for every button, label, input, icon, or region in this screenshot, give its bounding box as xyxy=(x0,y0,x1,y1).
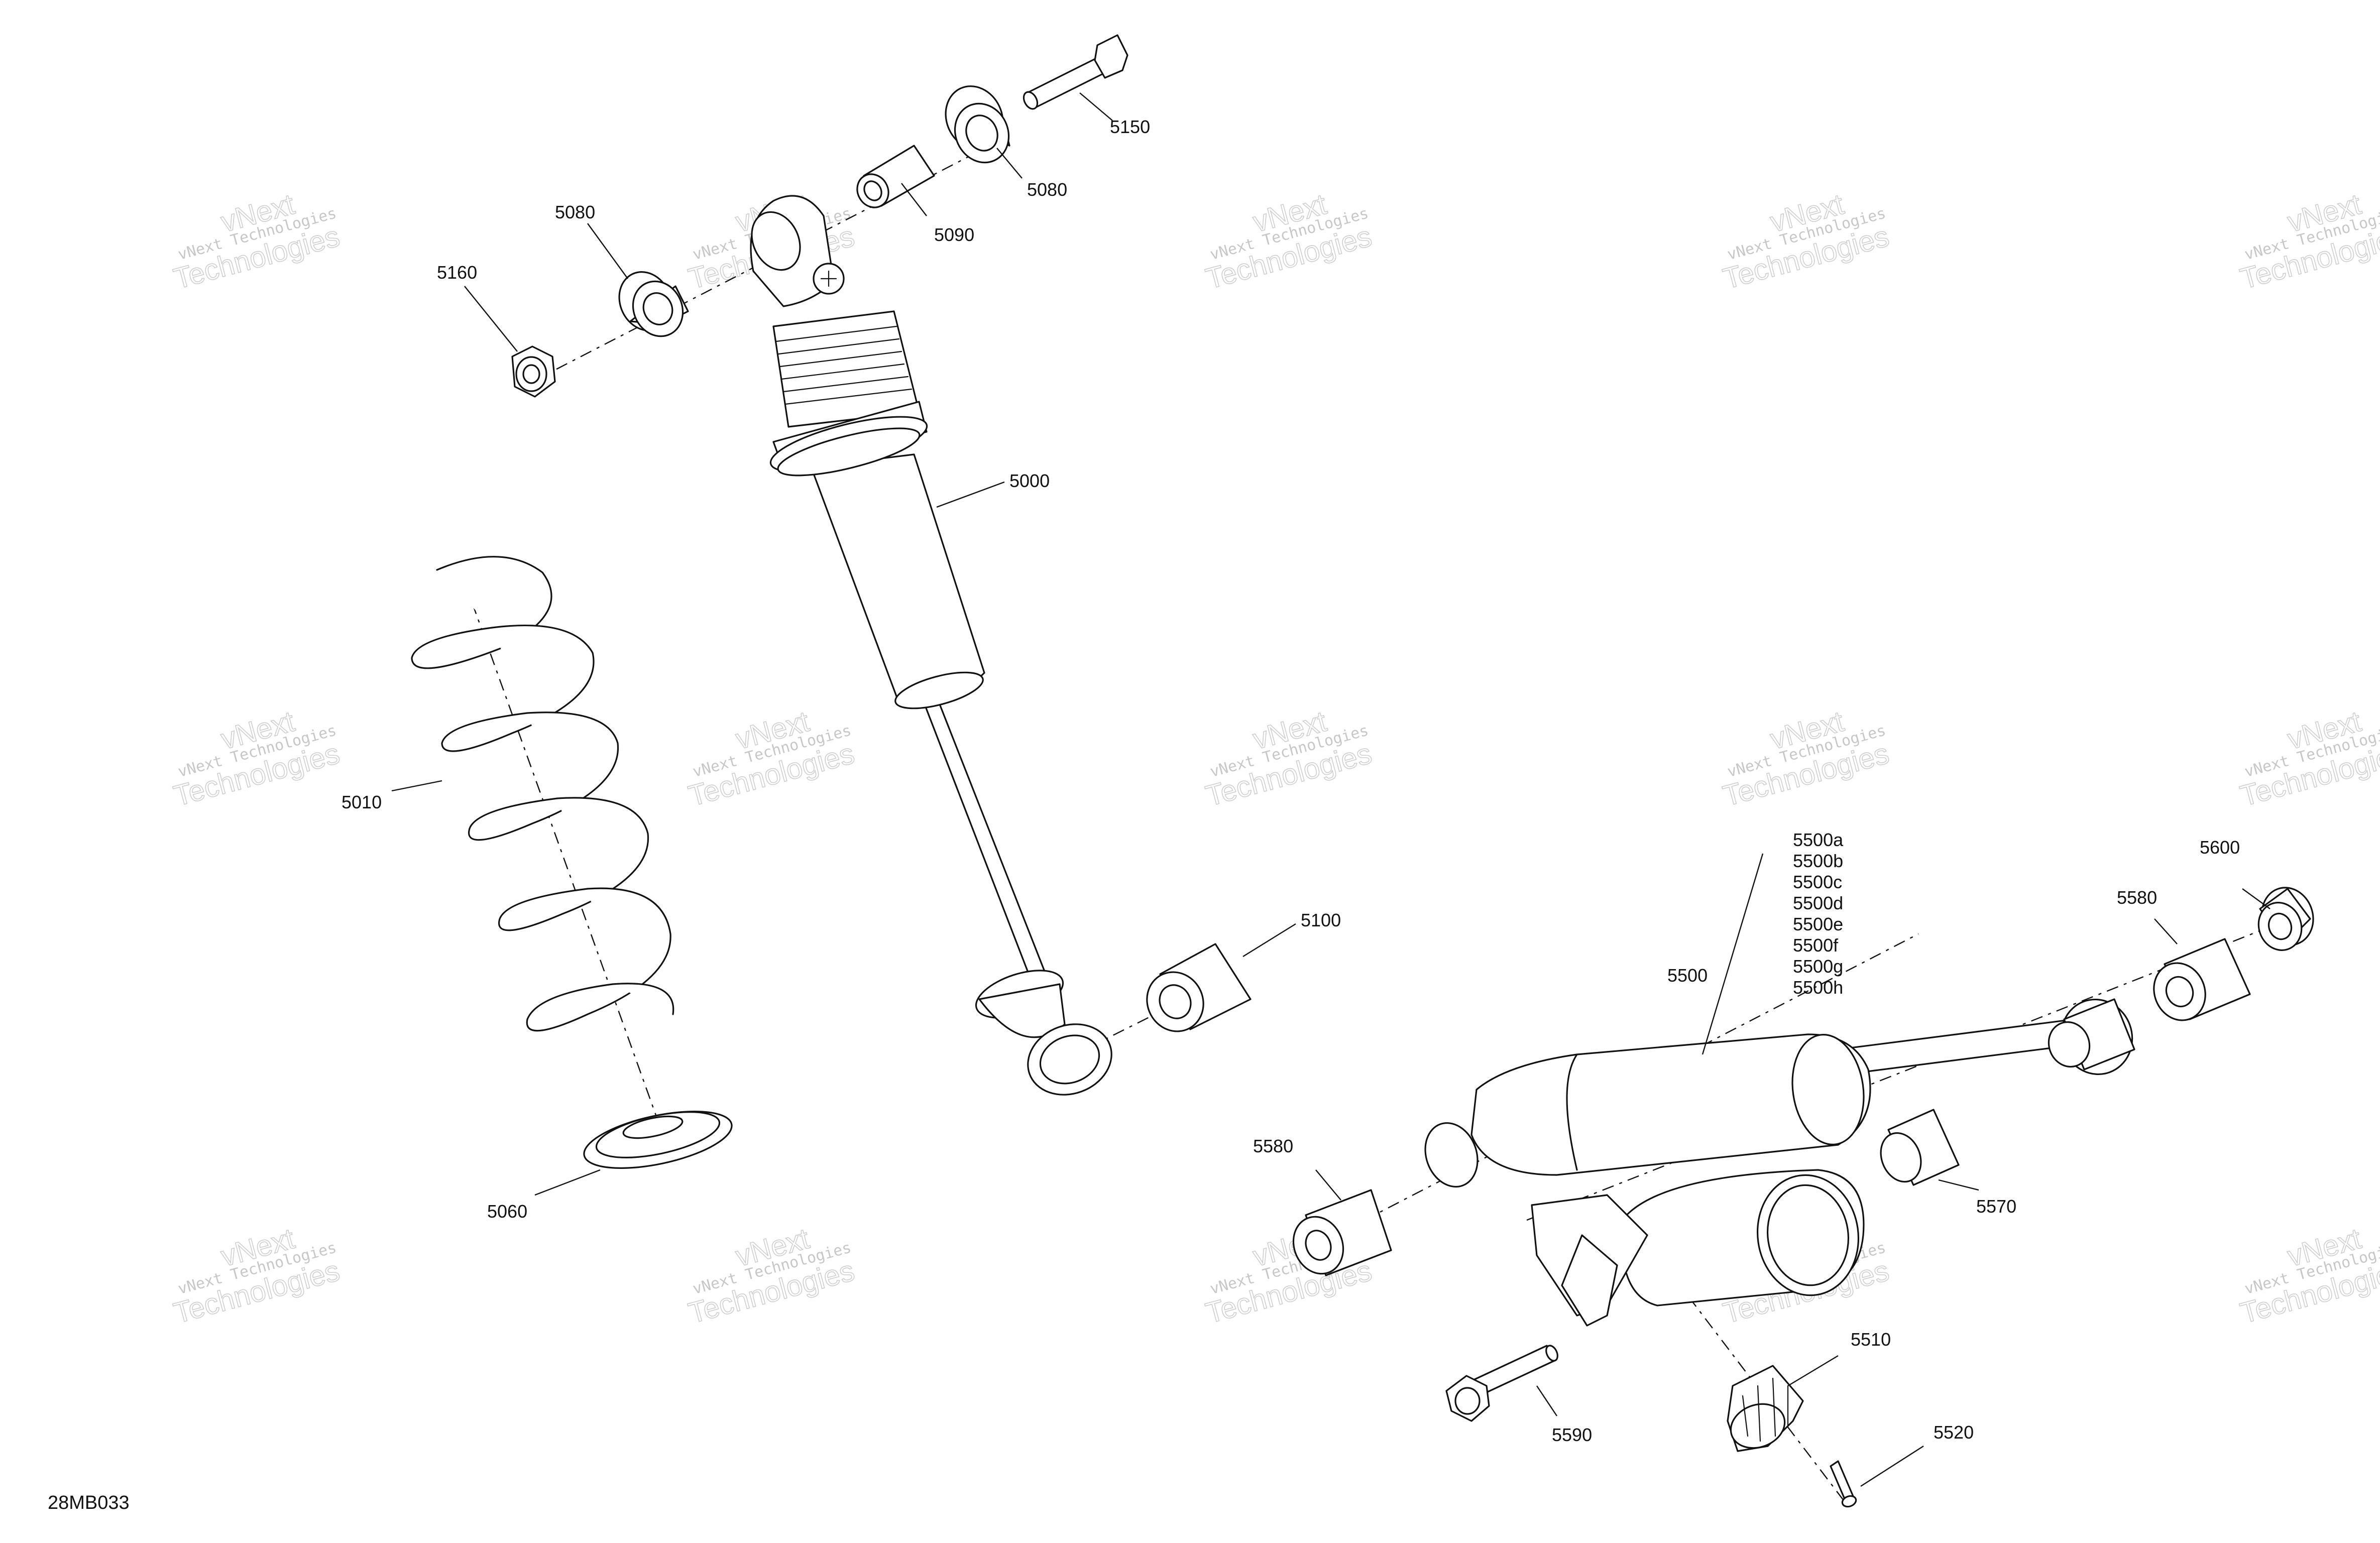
adjuster-knob-5510 xyxy=(1727,1365,1804,1452)
bushing-5100 xyxy=(1146,943,1252,1032)
callout-5500-variants: 5500a 5500b 5500c 5500d 5500e 5500f 5500… xyxy=(1793,829,1844,998)
shock-absorber-5000 xyxy=(750,195,1112,1096)
callout-5100: 5100 xyxy=(1301,910,1341,930)
coil-spring-5010 xyxy=(411,556,674,1032)
callout-5160: 5160 xyxy=(437,262,477,283)
callout-5500-variant: 5500b xyxy=(1793,851,1843,871)
callout-5500-variant: 5500f xyxy=(1793,935,1839,956)
callout-5500-variant: 5500a xyxy=(1793,829,1844,850)
callout-5500-variant: 5500g xyxy=(1793,956,1843,977)
sleeve-5570 xyxy=(1880,1109,1960,1186)
callout-5580-right: 5580 xyxy=(2117,887,2157,908)
flanged-bushing-5080-top xyxy=(945,85,1010,164)
callout-5510: 5510 xyxy=(1851,1329,1891,1350)
callout-5600: 5600 xyxy=(2200,837,2240,858)
sleeve-5090 xyxy=(856,145,935,208)
screw-5520 xyxy=(1830,1460,1857,1508)
callout-5520: 5520 xyxy=(1934,1422,1974,1443)
leader-lines xyxy=(391,92,2271,1487)
callout-5010: 5010 xyxy=(342,792,382,812)
callout-labels: 5150 5080 5090 5080 5160 5000 5010 5060 … xyxy=(342,116,2240,1445)
callout-5500-variant: 5500e xyxy=(1793,914,1843,934)
callout-5080-left: 5080 xyxy=(555,202,595,222)
callout-5500-variant: 5500d xyxy=(1793,893,1843,913)
callout-5580-left: 5580 xyxy=(1253,1136,1293,1156)
bolt-5150 xyxy=(1023,34,1128,110)
thread-lines xyxy=(775,325,913,405)
callout-5150: 5150 xyxy=(1110,116,1150,137)
flanged-bushing-5080-left xyxy=(618,271,689,337)
callout-5500: 5500 xyxy=(1667,965,1708,986)
callout-5500-variant: 5500h xyxy=(1793,977,1843,998)
callout-5500-variant: 5500c xyxy=(1793,872,1842,892)
flanged-bushing-5600 xyxy=(2257,887,2314,951)
spacer-5580-right xyxy=(2153,938,2251,1021)
callout-5000: 5000 xyxy=(1009,470,1050,491)
spacer-5580-left xyxy=(1292,1189,1392,1276)
figure-reference: 28MB033 xyxy=(48,1492,130,1513)
callout-5090: 5090 xyxy=(934,224,974,245)
callout-5570: 5570 xyxy=(1976,1196,2016,1217)
nut-5160 xyxy=(511,345,556,398)
callout-5060: 5060 xyxy=(487,1201,527,1222)
spring-seat-5060 xyxy=(583,1111,733,1169)
callout-5080-top: 5080 xyxy=(1027,179,1067,200)
bolt-5590 xyxy=(1445,1345,1558,1422)
rear-shock-assembly-5500 xyxy=(1424,998,2135,1327)
callout-5590: 5590 xyxy=(1552,1425,1592,1445)
